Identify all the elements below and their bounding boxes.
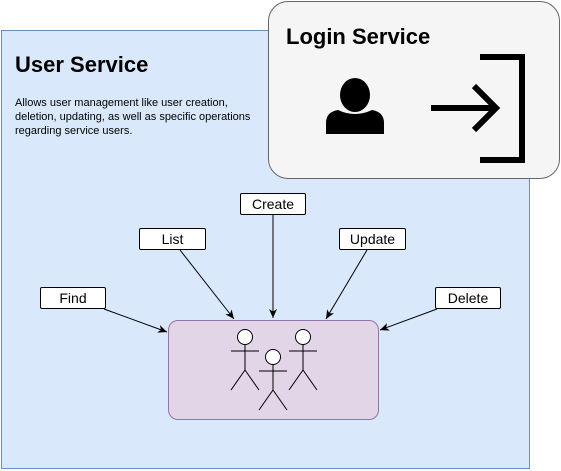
stick-figure-icon xyxy=(230,329,260,391)
delete-operation-box: Delete xyxy=(435,287,501,309)
connector-find xyxy=(103,308,168,333)
stick-figure-icon xyxy=(288,329,318,391)
user-icon xyxy=(326,78,384,134)
find-operation-box: Find xyxy=(40,287,106,309)
list-operation-box: List xyxy=(139,228,206,250)
create-operation-box: Create xyxy=(240,193,306,215)
stick-figure-icon xyxy=(258,349,288,411)
connector-list xyxy=(179,249,235,320)
connector-delete xyxy=(379,308,438,331)
login-arrow-icon xyxy=(431,54,525,163)
login-service-container xyxy=(268,1,560,179)
connector-update xyxy=(325,249,368,320)
user-service-title: User Service xyxy=(15,52,149,77)
login-service-title: Login Service xyxy=(286,24,431,49)
user-service-description: Allows user management like user creatio… xyxy=(15,97,251,137)
update-operation-box: Update xyxy=(339,228,406,250)
